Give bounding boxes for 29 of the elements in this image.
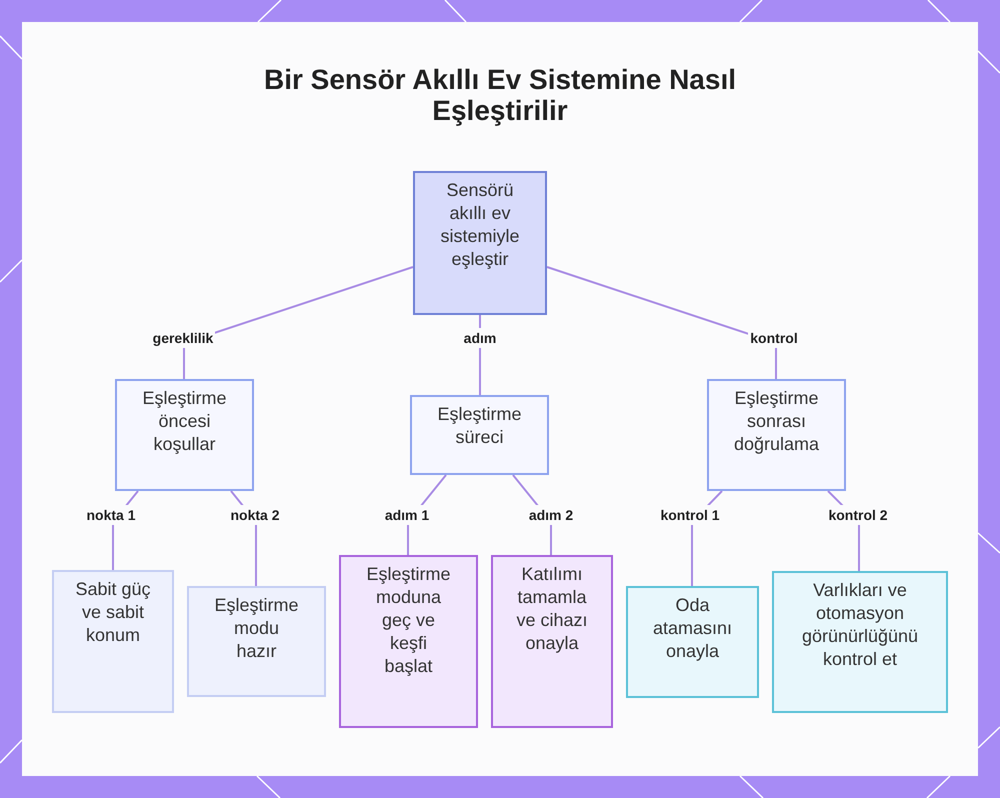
topic-text: Eşleştirme modu hazır [213,594,300,663]
topic-text: Eşleştirme öncesi koşullar [141,387,228,456]
detail-box [772,571,948,713]
topic-text: Varlıkları ve otomasyon görünürlüğünü kontrol et [800,579,920,671]
category-box [115,379,254,491]
topic-text: Sabit güç ve sabit konum [74,578,152,647]
connector-line [546,266,777,379]
edge-label: kontrol 1 [658,505,722,525]
topic-text: Eşleştirme sonrası doğrulama [732,387,820,456]
edge-label: adım 2 [526,505,576,525]
topic-text: Eşleştirme moduna geç ve keşfi başlat [366,563,451,678]
detail-box [187,586,326,697]
edge-label: adım [462,328,498,348]
edge-label: nokta 2 [228,505,282,525]
detail-box [491,555,613,728]
category-box [410,395,549,475]
detail-box [626,586,759,698]
topic-text: Katılımı tamamla ve cihazı onayla [515,563,589,655]
root-topic-box [413,171,547,315]
edge-label: kontrol 2 [826,505,890,525]
topic-text: Eşleştirme süreci [436,403,522,449]
topic-text: Oda atamasını onayla [652,594,734,663]
detail-box [52,570,174,713]
category-box [707,379,846,491]
edge-label: nokta 1 [84,505,138,525]
detail-box [339,555,478,728]
diagram-title: Bir Sensör Akıllı Ev Sistemine Nasıl Eşleştirilir [262,64,738,126]
edge-label: adım 1 [382,505,432,525]
topic-text: Sensörü akıllı ev sistemiyle eşleştir [439,179,520,271]
